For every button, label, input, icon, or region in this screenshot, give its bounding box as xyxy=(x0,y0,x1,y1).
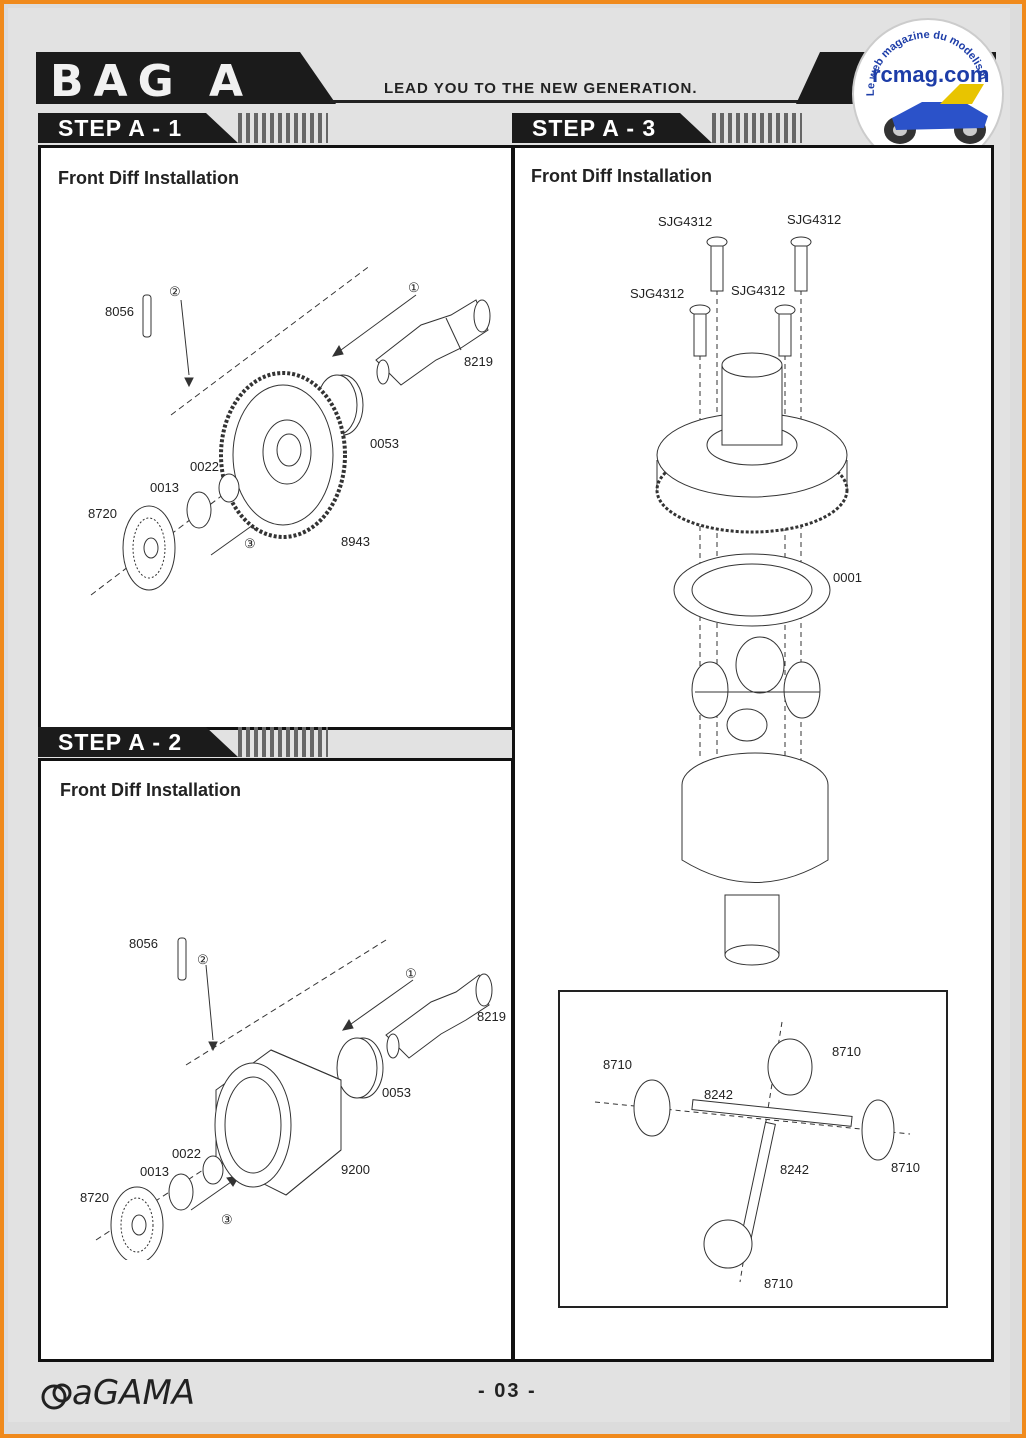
screw-sjg4312 xyxy=(706,236,728,292)
step-a1-tab: STEP A - 1 xyxy=(38,113,238,143)
screw-sjg4312 xyxy=(790,236,812,292)
step-a2-diagram: 8056 ② ① 8219 0053 0022 0013 8720 ③ 9200 xyxy=(80,936,506,1260)
step-a3-diagram: SJG4312 SJG4312 SJG4312 SJG4312 0001 xyxy=(630,212,862,966)
step-marker-2: ② xyxy=(197,952,209,967)
part-label-0022: 0022 xyxy=(190,459,219,474)
arrow-3 xyxy=(190,1181,232,1211)
part-label-8710: 8710 xyxy=(832,1044,861,1059)
part-label-0053: 0053 xyxy=(382,1085,411,1100)
part-label-8943: 8943 xyxy=(341,534,370,549)
washer-0022 xyxy=(202,1155,224,1185)
step-marker-3: ③ xyxy=(221,1212,233,1227)
spider-gear-set xyxy=(691,636,821,742)
part-label-8710: 8710 xyxy=(764,1276,793,1291)
step-marker-1: ① xyxy=(405,966,417,981)
part-label-0013: 0013 xyxy=(150,480,179,495)
bag-title-banner: BAG A xyxy=(36,52,336,104)
header-rule xyxy=(330,100,800,103)
part-label-8242: 8242 xyxy=(780,1162,809,1177)
part-label-8219: 8219 xyxy=(464,354,493,369)
step-marker-1: ① xyxy=(408,280,420,295)
arrow-2 xyxy=(205,964,214,1041)
step-a1-tab-stripes xyxy=(238,113,328,143)
rc-car-icon xyxy=(884,84,988,144)
bevel-gear-8710 xyxy=(767,1038,813,1096)
step-a3-title: Front Diff Installation xyxy=(531,166,712,186)
screw-sjg4312 xyxy=(689,304,711,357)
arrow-1 xyxy=(340,294,417,351)
part-label-sjg4312: SJG4312 xyxy=(787,212,841,227)
cross-shaft-8242 xyxy=(691,1099,853,1127)
part-label-8720: 8720 xyxy=(80,1190,109,1205)
bevel-gear-8720 xyxy=(110,1186,164,1260)
outdrive-8219 xyxy=(385,973,493,1059)
pin-8056 xyxy=(142,294,152,338)
part-label-sjg4312: SJG4312 xyxy=(658,214,712,229)
screw-sjg4312 xyxy=(774,304,796,357)
shim-0013 xyxy=(168,1173,194,1211)
diff-case xyxy=(681,752,829,966)
step-marker-3: ③ xyxy=(244,536,256,551)
bevel-gear-8710 xyxy=(861,1099,895,1161)
cross-shaft-8242 xyxy=(740,1121,776,1243)
part-label-8242: 8242 xyxy=(704,1087,733,1102)
part-label-0013: 0013 xyxy=(140,1164,169,1179)
bevel-gear-8710 xyxy=(633,1079,671,1137)
part-label-8056: 8056 xyxy=(105,304,134,319)
step-a1-diagram: 8056 ② ① 8219 0053 0022 0013 8720 ③ 8943 xyxy=(88,264,493,596)
arrow-3 xyxy=(210,524,254,556)
part-label-8710: 8710 xyxy=(891,1160,920,1175)
part-label-0053: 0053 xyxy=(370,436,399,451)
ring-gear-assembly xyxy=(655,352,849,534)
watermark-arc-text: Le web magazine du modelisme xyxy=(852,18,989,144)
part-label-9200: 9200 xyxy=(341,1162,370,1177)
outdrive-8219 xyxy=(375,299,491,386)
part-label-0001: 0001 xyxy=(833,570,862,585)
inset-diagram: 8710 8710 8242 8242 8710 8710 xyxy=(594,1021,920,1291)
gasket-0001 xyxy=(673,553,831,627)
step-marker-2: ② xyxy=(169,284,181,299)
brand-name: aGAMA xyxy=(72,1373,196,1413)
arrow-1 xyxy=(350,979,414,1025)
diff-case-9200 xyxy=(214,1049,342,1196)
arrow-head-icon xyxy=(208,1041,218,1052)
part-label-0022: 0022 xyxy=(172,1146,201,1161)
page-number: - 03 - xyxy=(478,1380,537,1402)
step-a2-tab: STEP A - 2 xyxy=(38,727,238,757)
slogan: LEAD YOU TO THE NEW GENERATION. xyxy=(384,80,698,97)
ring-gear-8943 xyxy=(219,371,347,539)
bearing-0053 xyxy=(336,1037,384,1099)
part-label-sjg4312: SJG4312 xyxy=(731,283,785,298)
arrow-2 xyxy=(180,299,190,376)
bevel-gear-8710 xyxy=(703,1219,753,1269)
step-a3-tab: STEP A - 3 xyxy=(512,113,712,143)
guide-line xyxy=(594,1101,911,1135)
arrow-head-icon xyxy=(341,1018,354,1031)
part-label-8056: 8056 xyxy=(129,936,158,951)
arrow-head-icon xyxy=(184,377,194,388)
bevel-gear-8720 xyxy=(122,505,176,591)
agama-logo-icon xyxy=(41,1383,72,1410)
bag-title: BAG A xyxy=(50,56,254,107)
shim-0013 xyxy=(186,491,212,529)
pin-8056 xyxy=(177,937,187,981)
step-a1-title: Front Diff Installation xyxy=(58,168,239,188)
part-label-sjg4312: SJG4312 xyxy=(630,286,684,301)
washer-0022 xyxy=(218,473,240,503)
step-a2-tab-stripes xyxy=(238,727,328,757)
step-a2-title: Front Diff Installation xyxy=(60,780,241,800)
part-label-8219: 8219 xyxy=(477,1009,506,1024)
assembly-guide-line xyxy=(170,264,372,416)
step-a3-tab-stripes xyxy=(712,113,802,143)
arrow-head-icon xyxy=(331,344,344,357)
part-label-8710: 8710 xyxy=(603,1057,632,1072)
part-label-8720: 8720 xyxy=(88,506,117,521)
watermark-site: rcmag.com xyxy=(872,62,990,87)
